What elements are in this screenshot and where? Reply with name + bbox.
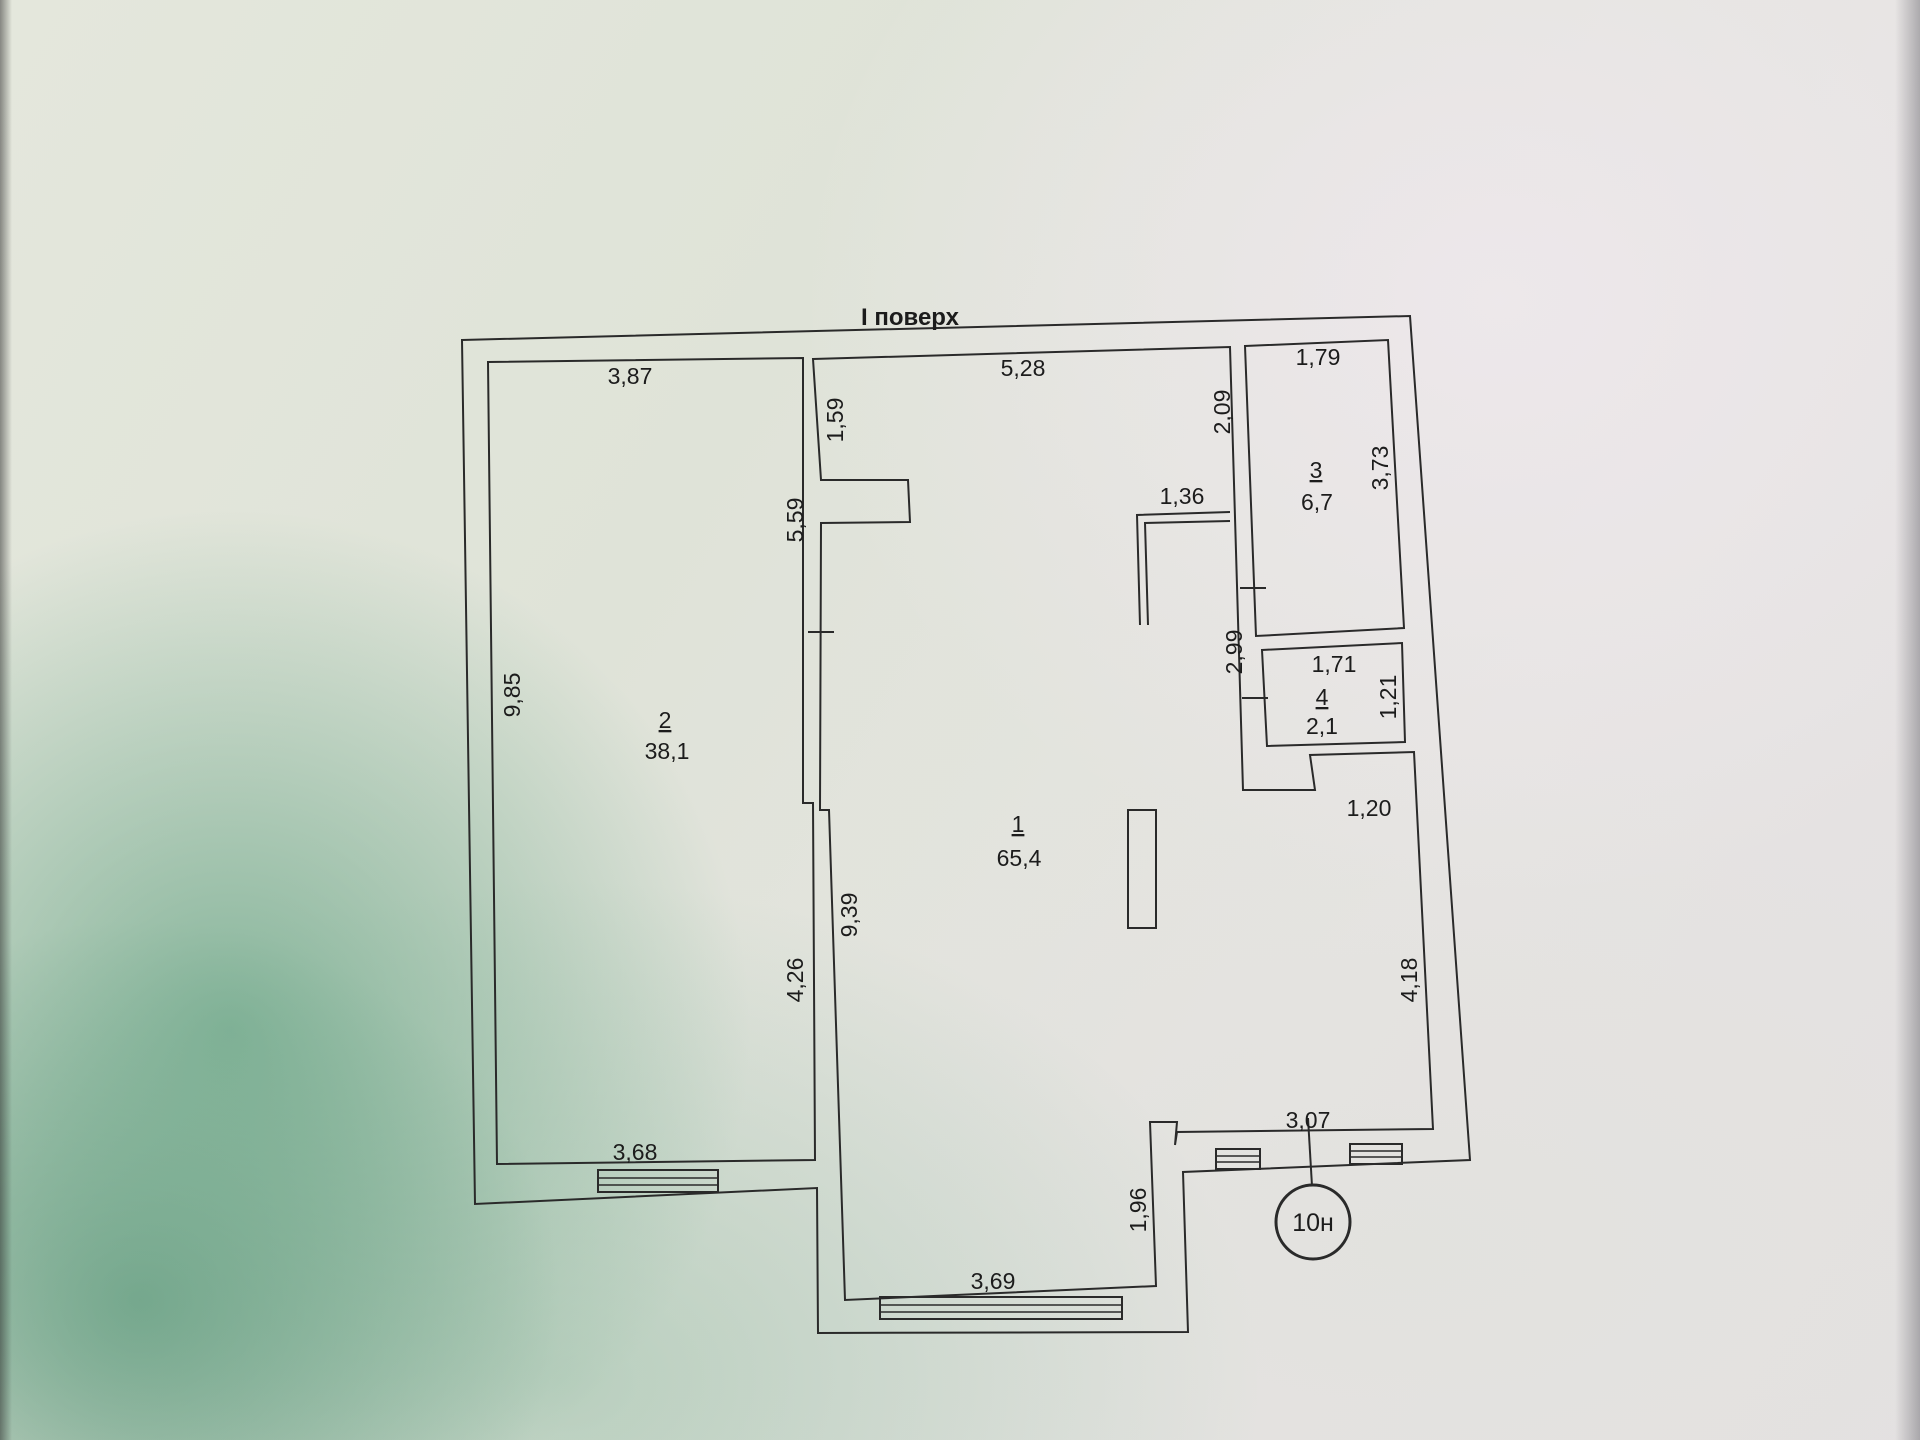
column [1127,809,1157,929]
room-1-niche-wall [1135,511,1231,626]
room-3-outline [1243,338,1406,638]
window-room-1-bay-right [1349,1143,1403,1165]
page-edge-shadow-left [0,0,12,1440]
dim-room-3-top: 1,79 [1296,344,1341,370]
axis-marker-circle [1274,1183,1352,1261]
outer-wall-outline [460,314,1472,1335]
room-2-number: 2 [659,707,672,733]
window-room-1-bottom [879,1296,1123,1320]
dim-room-1-step: 1,20 [1347,795,1392,821]
dim-room-1-left-upper: 1,59 [822,398,848,443]
dim-room-1-niche-height: 2,09 [1209,390,1235,435]
dim-room-1-right: 4,18 [1396,958,1422,1003]
dim-room-2-left: 9,85 [499,673,525,718]
dim-room-2-right-upper: 5,59 [782,498,808,543]
dim-room-1-niche-width: 1,36 [1160,483,1205,509]
dim-room-1-partition: 2,99 [1221,630,1247,675]
axis-marker-label: 10н [1292,1209,1334,1237]
room-4-area: 2,1 [1306,713,1338,739]
room-1-area: 65,4 [997,845,1042,871]
room-4-outline [1260,641,1407,748]
axis-line [1307,1117,1313,1187]
room-1-outline [811,345,1435,1302]
floor-title: I поверх [861,304,960,331]
dim-room-4-top: 1,71 [1312,651,1357,677]
dim-room-4-right: 1,21 [1375,675,1401,720]
dim-room-1-left: 9,39 [836,893,862,938]
window-room-2 [597,1169,719,1193]
room-2-outline [486,356,817,1166]
room-2-area: 38,1 [645,738,690,764]
dim-room-2-bottom: 3,68 [613,1139,658,1165]
room-3-number: 3 [1310,457,1323,483]
window-room-1-bay-left [1215,1148,1261,1170]
dim-room-1-bay-left: 1,96 [1125,1188,1151,1233]
room-3-area: 6,7 [1301,489,1333,515]
dim-room-1-bottom: 3,69 [971,1268,1016,1294]
room-1-number: 1 [1012,811,1025,837]
room-4-number: 4 [1316,684,1329,710]
room-1-niche-wall-inner [1143,520,1231,626]
dim-room-1-bay: 3,07 [1286,1107,1331,1133]
dim-room-2-right-lower: 4,26 [782,958,808,1003]
dim-room-2-top: 3,87 [608,363,653,389]
page-edge-shadow-right [1895,0,1920,1440]
dim-room-3-right: 3,73 [1367,446,1393,491]
dim-room-1-top: 5,28 [1001,355,1046,381]
